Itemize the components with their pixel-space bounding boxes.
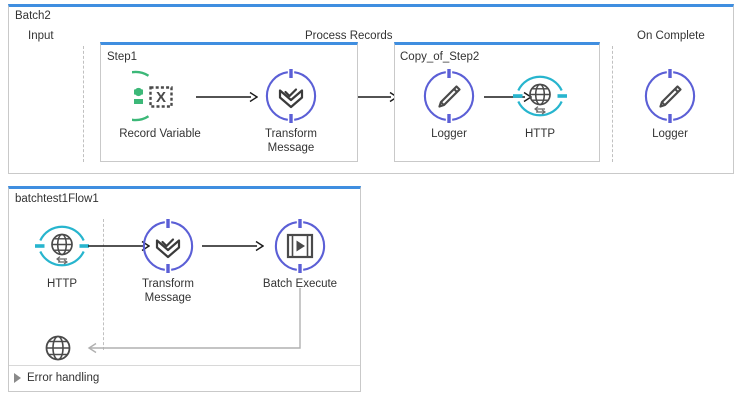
transform-message-icon bbox=[140, 218, 196, 274]
node-logger-step2[interactable]: Logger bbox=[394, 68, 504, 142]
node-label: Record Variable bbox=[119, 128, 201, 140]
transform-message-icon bbox=[263, 68, 319, 124]
http-globe-icon bbox=[34, 218, 90, 274]
chevron-right-icon bbox=[14, 373, 21, 383]
step-box-copy-of-step2-title: Copy_of_Step2 bbox=[400, 51, 480, 63]
connector-arrow bbox=[202, 240, 264, 252]
node-label: HTTP bbox=[524, 128, 556, 140]
globe-icon bbox=[45, 335, 71, 361]
error-return-route bbox=[78, 288, 308, 354]
node-label: HTTP bbox=[46, 278, 78, 290]
node-label: Transform Message bbox=[142, 278, 194, 304]
flow-panel-title: batchtest1Flow1 bbox=[15, 193, 99, 205]
logger-pencil-icon bbox=[421, 68, 477, 124]
error-handling-toggle[interactable]: Error handling bbox=[14, 371, 99, 385]
error-handling-divider bbox=[9, 365, 360, 366]
node-label: Batch Execute bbox=[262, 278, 338, 290]
node-label: Logger bbox=[652, 128, 688, 140]
lane-label-on-complete: On Complete bbox=[637, 30, 705, 42]
node-error-source-globe[interactable] bbox=[38, 328, 78, 368]
lane-separator-on-complete bbox=[612, 46, 613, 162]
node-label: Logger bbox=[431, 128, 467, 140]
node-http-flow[interactable]: HTTP bbox=[7, 218, 117, 292]
node-record-variable[interactable]: X Record Variable bbox=[105, 68, 215, 142]
node-batch-execute[interactable]: Batch Execute bbox=[245, 218, 355, 292]
flow-panel[interactable] bbox=[8, 186, 361, 392]
step-box-copy-of-step2[interactable] bbox=[394, 42, 600, 162]
error-handling-label: Error handling bbox=[27, 372, 100, 384]
batch-panel-title: Batch2 bbox=[15, 10, 51, 22]
lane-label-process-records: Process Records bbox=[305, 30, 393, 42]
node-http-step2[interactable]: HTTP bbox=[485, 68, 595, 142]
flow-lane-separator bbox=[103, 219, 104, 350]
node-transform-message-step1[interactable]: Transform Message bbox=[236, 68, 346, 155]
node-label: Transform Message bbox=[265, 128, 317, 154]
lane-label-input: Input bbox=[28, 30, 54, 42]
lane-separator-input bbox=[83, 46, 84, 162]
node-logger-on-complete[interactable]: Logger bbox=[615, 68, 725, 142]
connector-arrow bbox=[196, 91, 258, 103]
svg-text:X: X bbox=[156, 89, 166, 106]
http-globe-icon bbox=[512, 68, 568, 124]
logger-pencil-icon bbox=[642, 68, 698, 124]
batch-execute-icon bbox=[272, 218, 328, 274]
connector-arrow-step1-to-step2 bbox=[358, 91, 398, 103]
record-variable-icon: X bbox=[132, 68, 188, 124]
node-transform-message-flow[interactable]: Transform Message bbox=[113, 218, 223, 305]
step-box-step1-title: Step1 bbox=[107, 51, 138, 63]
